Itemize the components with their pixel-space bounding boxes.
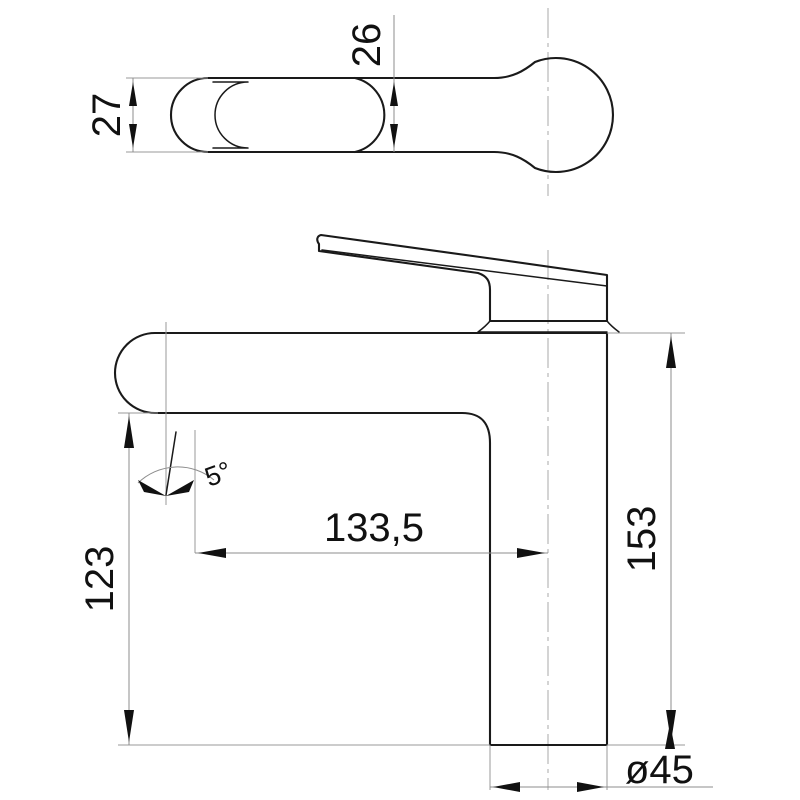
dim-153-arrow-bottom — [666, 710, 676, 742]
dim-27-arrow-bottom — [129, 124, 137, 148]
lever-side-outline — [316, 233, 609, 323]
lever-top-outline — [170, 57, 615, 173]
dim-1335-arrow-left — [198, 548, 226, 558]
dim-123-arrow-top — [124, 416, 134, 448]
angle-5-label: 5° — [201, 456, 236, 493]
dim-27-label: 27 — [85, 93, 129, 138]
dim-27-arrow-top — [129, 82, 137, 106]
dimension-123: 123 — [78, 412, 490, 746]
dim-153-arrow-top — [666, 336, 676, 368]
dim-26-label: 26 — [345, 23, 389, 68]
faucet-body-outline — [113, 331, 609, 747]
dim-153-label: 153 — [620, 506, 664, 573]
lever-top-crease — [321, 249, 608, 287]
dim-45-arrow-left — [493, 782, 520, 792]
dim-123-label: 123 — [78, 546, 122, 613]
dim-26-arrow-top — [390, 82, 398, 106]
dim-45-label: ø45 — [625, 748, 694, 792]
dimension-26: 26 — [345, 15, 398, 152]
dimension-153: 153 — [607, 332, 685, 746]
angle-5-arrow-right — [166, 480, 194, 496]
lever-left-cap-inner-edge — [212, 81, 249, 149]
lever-base-foot-right — [606, 320, 620, 333]
dim-26-arrow-bottom — [390, 124, 398, 148]
dim-1335-arrow-right — [517, 548, 545, 558]
front-view-group: 123 153 133,5 — [78, 233, 713, 792]
angle-5-arc — [137, 466, 215, 484]
dimension-27: 27 — [85, 77, 208, 153]
angle-5-inclined-line — [165, 431, 177, 496]
dim-123-arrow-bottom — [124, 710, 134, 742]
lever-base-foot-left — [477, 320, 608, 333]
top-view-group: 27 26 — [85, 8, 615, 196]
dim-1335-label: 133,5 — [324, 506, 424, 550]
angle-5-arrow-left — [138, 480, 166, 496]
dim-45-arrow-right — [577, 782, 604, 792]
dimension-133-5: 133,5 — [194, 430, 548, 558]
dimension-diameter-45: ø45 — [489, 723, 713, 792]
dim-45-arrow-leader — [665, 723, 675, 749]
lever-hub-arc — [353, 76, 386, 154]
